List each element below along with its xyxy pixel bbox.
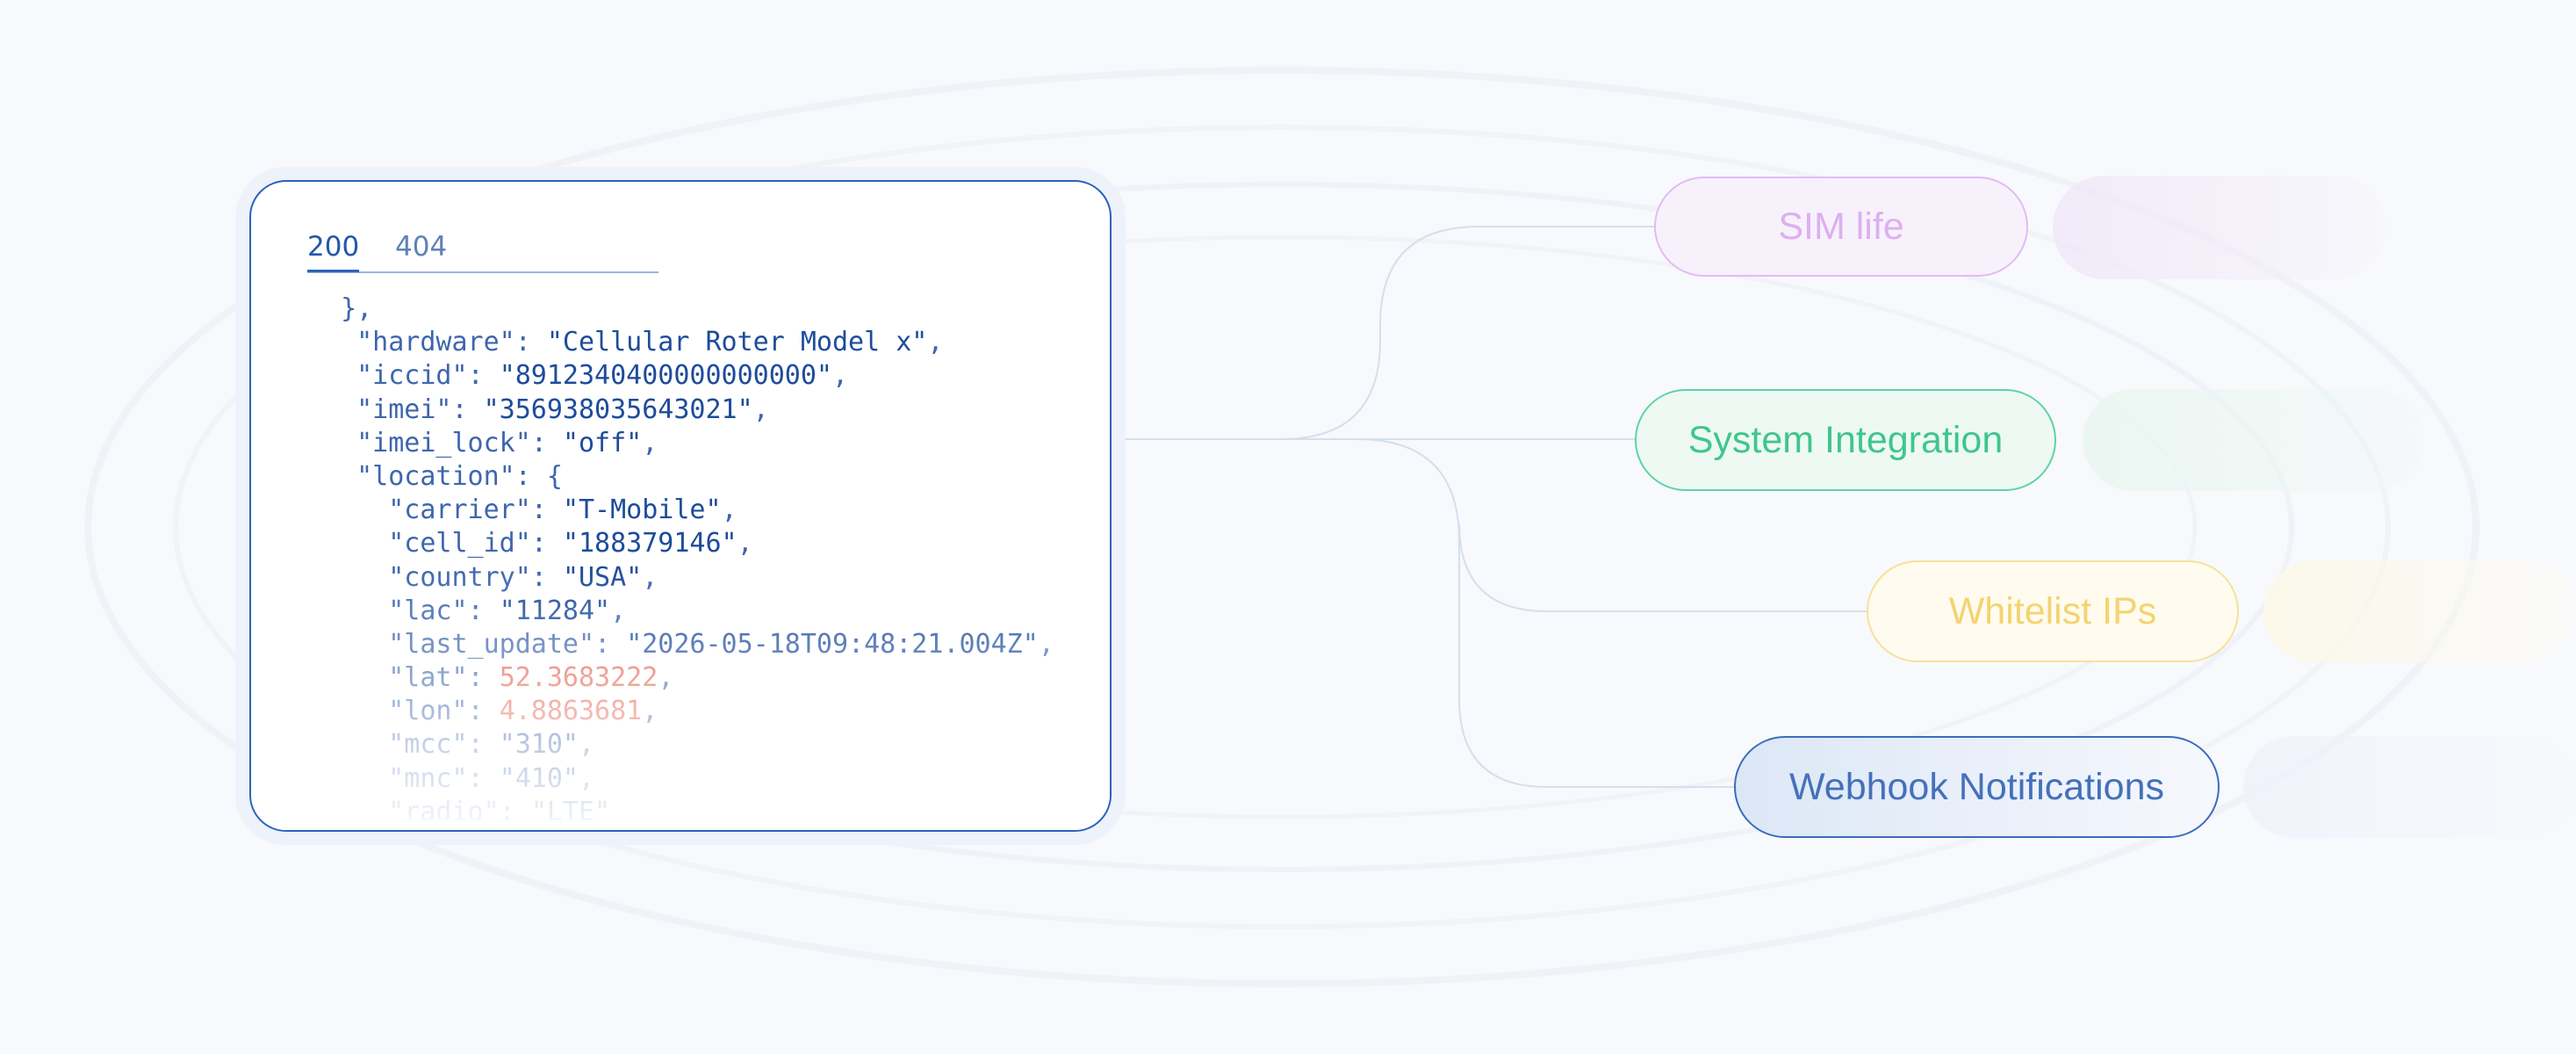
code-line: "carrier": "T-Mobile", [325, 494, 1097, 527]
tab-404[interactable]: 404 [395, 231, 448, 263]
json-punctuation: , [579, 729, 595, 761]
json-punctuation: , [610, 595, 627, 626]
code-line: "last_update": "2026-05-18T09:48:21.004Z… [325, 628, 1097, 661]
code-indent [325, 528, 388, 559]
json-punctuation: , [642, 427, 658, 458]
code-indent [325, 562, 388, 593]
code-line: "imei_lock": "off", [325, 427, 1097, 460]
json-punctuation: , [579, 762, 595, 794]
code-line: "iccid": "8912340400000000000", [325, 359, 1097, 393]
code-line: "cell_id": "188379146", [325, 527, 1097, 560]
response-code-card: 200 404 }, "hardware": "Cellular Roter M… [249, 180, 1112, 832]
ghost-pill-shadow [2053, 176, 2386, 279]
json-value: "356938035643021" [483, 393, 753, 425]
code-indent [325, 729, 388, 760]
code-indent [325, 360, 356, 391]
json-punctuation: : { [514, 460, 563, 492]
json-value: "188379146" [562, 528, 738, 559]
json-punctuation: }, [341, 293, 373, 324]
json-key: "cell_id" [388, 528, 531, 559]
json-key: "location" [356, 460, 515, 492]
json-punctuation: , [737, 528, 753, 559]
code-line: "mcc": "310", [325, 728, 1097, 762]
json-punctuation: , [1038, 628, 1054, 660]
json-value: "2026-05-18T09:48:21.004Z" [626, 628, 1039, 660]
json-key: "mcc" [388, 729, 468, 761]
code-indent [325, 327, 356, 357]
tab-200[interactable]: 200 [307, 224, 360, 272]
ghost-pill-shadow [2243, 736, 2576, 838]
json-punctuation: , [721, 495, 738, 526]
code-line: "lat": 52.3683222, [325, 661, 1097, 695]
code-line: }, [325, 292, 1097, 326]
json-value: "Cellular Roter Model x" [546, 327, 928, 358]
code-indent [325, 428, 356, 458]
json-value: "LTE" [530, 796, 611, 819]
code-indent [325, 495, 388, 525]
json-punctuation: , [831, 360, 849, 392]
sim-life-pill[interactable]: SIM life [1654, 177, 2028, 277]
json-key: "last_update" [388, 628, 595, 660]
code-line: "radio": "LTE" [325, 796, 1097, 819]
code-indent [325, 662, 388, 693]
json-value: 4.8863681 [499, 696, 643, 727]
json-key: "mnc" [388, 762, 468, 794]
json-punctuation: , [927, 327, 944, 358]
json-value: "11284" [499, 595, 611, 626]
json-key: "radio" [388, 796, 500, 819]
json-value: "8912340400000000000" [499, 360, 832, 392]
code-line: "hardware": "Cellular Roter Model x", [325, 326, 1097, 359]
json-value: "T-Mobile" [562, 495, 722, 526]
code-line: "country": "USA", [325, 561, 1097, 595]
connector-to-sim-life [1112, 226, 1654, 440]
json-punctuation: , [642, 561, 658, 593]
code-line: "lac": "11284", [325, 595, 1097, 628]
code-indent [325, 394, 356, 425]
json-punctuation: , [658, 662, 674, 694]
json-punctuation: , [642, 696, 658, 727]
json-key: "lon" [388, 696, 468, 727]
json-key: "lat" [388, 662, 468, 694]
json-value: "USA" [562, 561, 643, 593]
json-key: "imei" [356, 393, 452, 425]
json-punctuation: , [752, 393, 769, 425]
json-key: "hardware" [356, 327, 515, 358]
json-value: 52.3683222 [499, 662, 658, 694]
json-key: "lac" [388, 595, 468, 626]
json-value: "410" [499, 762, 579, 794]
connector-to-webhook-notifications [1458, 527, 1734, 788]
code-line: "location": { [325, 460, 1097, 494]
code-indent [325, 696, 388, 726]
code-indent [325, 596, 388, 626]
code-line: "imei": "356938035643021", [325, 393, 1097, 427]
code-indent [325, 797, 388, 819]
ghost-pill-shadow [2083, 389, 2425, 491]
json-response-body: }, "hardware": "Cellular Roter Model x",… [325, 292, 1097, 819]
json-key: "imei_lock" [356, 427, 531, 458]
code-indent [325, 293, 341, 324]
code-indent [325, 763, 388, 794]
code-indent [325, 461, 356, 492]
json-key: "country" [388, 561, 531, 593]
code-indent [325, 629, 388, 660]
whitelist-ips-pill[interactable]: Whitelist IPs [1867, 560, 2239, 662]
json-value: "310" [499, 729, 579, 761]
json-key: "iccid" [356, 360, 468, 392]
system-integration-pill[interactable]: System Integration [1635, 389, 2056, 491]
ghost-pill-shadow [2263, 560, 2576, 662]
code-line: "lon": 4.8863681, [325, 695, 1097, 728]
json-key: "carrier" [388, 495, 531, 526]
json-value: "off" [562, 427, 643, 458]
webhook-notifications-pill[interactable]: Webhook Notifications [1734, 736, 2220, 838]
code-line: "mnc": "410", [325, 762, 1097, 796]
status-tabs: 200 404 [307, 224, 658, 273]
